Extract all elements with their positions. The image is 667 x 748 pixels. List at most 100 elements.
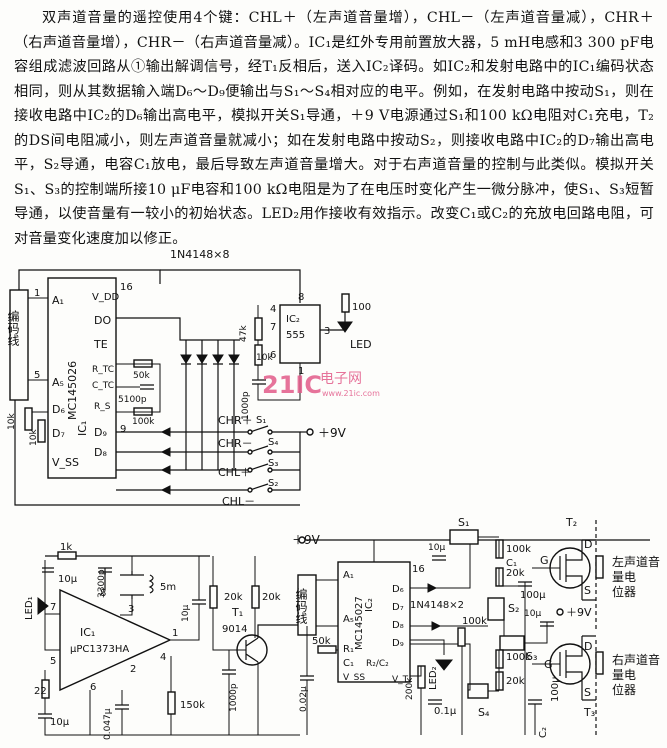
rx-ic2-in-wires [316, 540, 375, 627]
rx-c10u-c-label: 10μ [181, 605, 191, 622]
tx-encoder-label: 编码线 [6, 309, 20, 346]
rx-led1-label: LED₁ [24, 596, 35, 620]
tx-r10k-c-label: 10k [256, 353, 273, 363]
rx-left-pot [595, 555, 604, 579]
rx-c0047u-label: 0.047μ [103, 708, 113, 740]
rx-led1-symbol [37, 596, 49, 616]
tx-r47k-label: 47k [239, 325, 249, 342]
rx-s3-switch [499, 635, 525, 651]
rx-t3-label: T₃ [583, 706, 595, 719]
rx-c3300p-label: 3300p [97, 569, 107, 598]
tx-label-chr-plus: CHR＋ [218, 414, 253, 427]
rx-ic1-pin5: 5 [50, 656, 56, 667]
tx-pin-te: TE [93, 338, 108, 351]
rx-ground-wires [44, 670, 300, 736]
rx-t2-label: T₂ [565, 516, 577, 529]
rx-c01u-label: 0.1μ [434, 706, 457, 717]
rx-t3-s: S [584, 686, 591, 699]
tx-pin-vdd: V_DD [92, 292, 120, 303]
rx-c1-label: C₁ [506, 558, 517, 569]
tx-pin-rtc: R_TC [92, 365, 114, 375]
tx-pin-a5: A₅ [52, 376, 64, 389]
rx-c2 [528, 699, 542, 705]
rx-t1-label: T₁ [231, 606, 243, 619]
rx-left-pot-label: 左声道音 量电位器 [612, 554, 664, 599]
rx-s1-switch [449, 529, 479, 545]
rx-r50k [317, 645, 337, 654]
rx-t3-d: D [584, 640, 592, 653]
tx-pin-ctc: C_TC [92, 381, 114, 391]
tx-pin-rs: R_S [94, 402, 111, 412]
rx-t2-d: D [584, 538, 592, 551]
watermark-sub: 电子网 [320, 371, 362, 387]
rx-t1-to-ic2 [257, 624, 300, 638]
rx-ic2-box [337, 561, 411, 683]
tx-top-wire [18, 269, 161, 290]
tx-row-diodes [160, 427, 171, 495]
rx-r200k-label: 200k [405, 677, 415, 700]
tx-pin-vss: V_SS [52, 456, 79, 469]
tx-top-wire-2 [160, 269, 301, 303]
rx-ic1-pin8: 8 [100, 588, 106, 599]
rx-supply-right: ＋9V [566, 606, 592, 619]
rx-right-pot [595, 651, 604, 675]
tx-c1000p-label: 1000p [241, 391, 251, 420]
tx-pin-d7: D₇ [52, 427, 65, 440]
rx-ic2-pin-d8: D₈ [392, 620, 404, 631]
rx-led2-label: LED₂ [428, 666, 439, 690]
rx-ic1-pin2: 2 [130, 664, 136, 675]
rx-c0047u [115, 704, 129, 710]
tx-supply-terminal [306, 428, 314, 436]
rx-r150k [167, 691, 176, 715]
rx-supply-left: ＋9V [292, 533, 321, 547]
rx-lc-wires [120, 556, 133, 616]
rx-c10u-a-label: 10μ [58, 574, 78, 585]
rx-led2-symbol [434, 659, 454, 671]
rx-ic1-in-wires [44, 560, 60, 651]
rx-switch-wires [461, 536, 548, 735]
rx-ic2-pin-r2c2: R₂/C₂ [366, 659, 389, 669]
rx-ic2-pin-r1: R₁ [343, 644, 354, 655]
rx-s2-switch [487, 597, 505, 621]
rx-ic1-pin6: 6 [90, 682, 96, 693]
rx-c1-value: 100μ [520, 590, 546, 601]
tx-pinnum-1: 1 [34, 288, 40, 299]
rx-ic1-pin3: 3 [128, 604, 134, 615]
tx-diode-symbols [180, 354, 240, 364]
tx-555-ref: IC₂ [286, 314, 300, 325]
tx-label-s2: S₂ [268, 478, 278, 489]
receiver-circuit: ＋9V 1k 10μ LED₁ IC₁ μPC1373HA 7 5 8 3 1 … [24, 516, 664, 740]
rx-lc-box [120, 571, 144, 599]
rx-r100k-a-label: 100k [506, 544, 531, 555]
tx-pinnum-16: 16 [120, 282, 133, 293]
rx-s4-switch [467, 683, 489, 699]
tx-label-s1: S₁ [256, 415, 266, 426]
tx-555-pin8: 8 [298, 292, 304, 303]
tx-r47k [254, 317, 263, 341]
rx-s2-label: S₂ [508, 602, 519, 615]
transmitter-circuit: 编码线 A₁ A₅ D₆ D₇ V_SS V_DD DO TE R_TC C_T… [6, 248, 372, 508]
tx-ic1-box [47, 277, 117, 479]
rx-c2-label: C₂ [538, 727, 549, 738]
rx-c10u-d-label: 10μ [428, 543, 445, 553]
rx-ic2-ref: IC₂ [364, 598, 375, 612]
watermark-logo: 21IC [262, 371, 322, 399]
rx-r22-label: 22 [34, 686, 47, 697]
tx-c5100p-label: 5100p [118, 395, 147, 405]
tx-r100-label: 100 [352, 302, 371, 313]
tx-r10k-a [24, 407, 33, 431]
rx-c10u-e-label: 10μ [524, 609, 541, 619]
tx-r50k-label: 50k [133, 371, 150, 381]
tx-r10k-b-label: 10k [29, 429, 39, 446]
rx-t2-g: G [540, 554, 549, 567]
rx-inductor-label: 5m [160, 582, 176, 593]
tx-c1000p [252, 379, 266, 385]
rx-t1-type: 9014 [222, 624, 247, 635]
tx-do-wire [116, 317, 240, 341]
tx-ic1-name: MC145026 [66, 361, 79, 420]
tx-555-box [279, 304, 321, 364]
tx-pin-d8: D₈ [94, 446, 107, 459]
tx-label-chl-plus: CHL＋ [218, 466, 251, 479]
